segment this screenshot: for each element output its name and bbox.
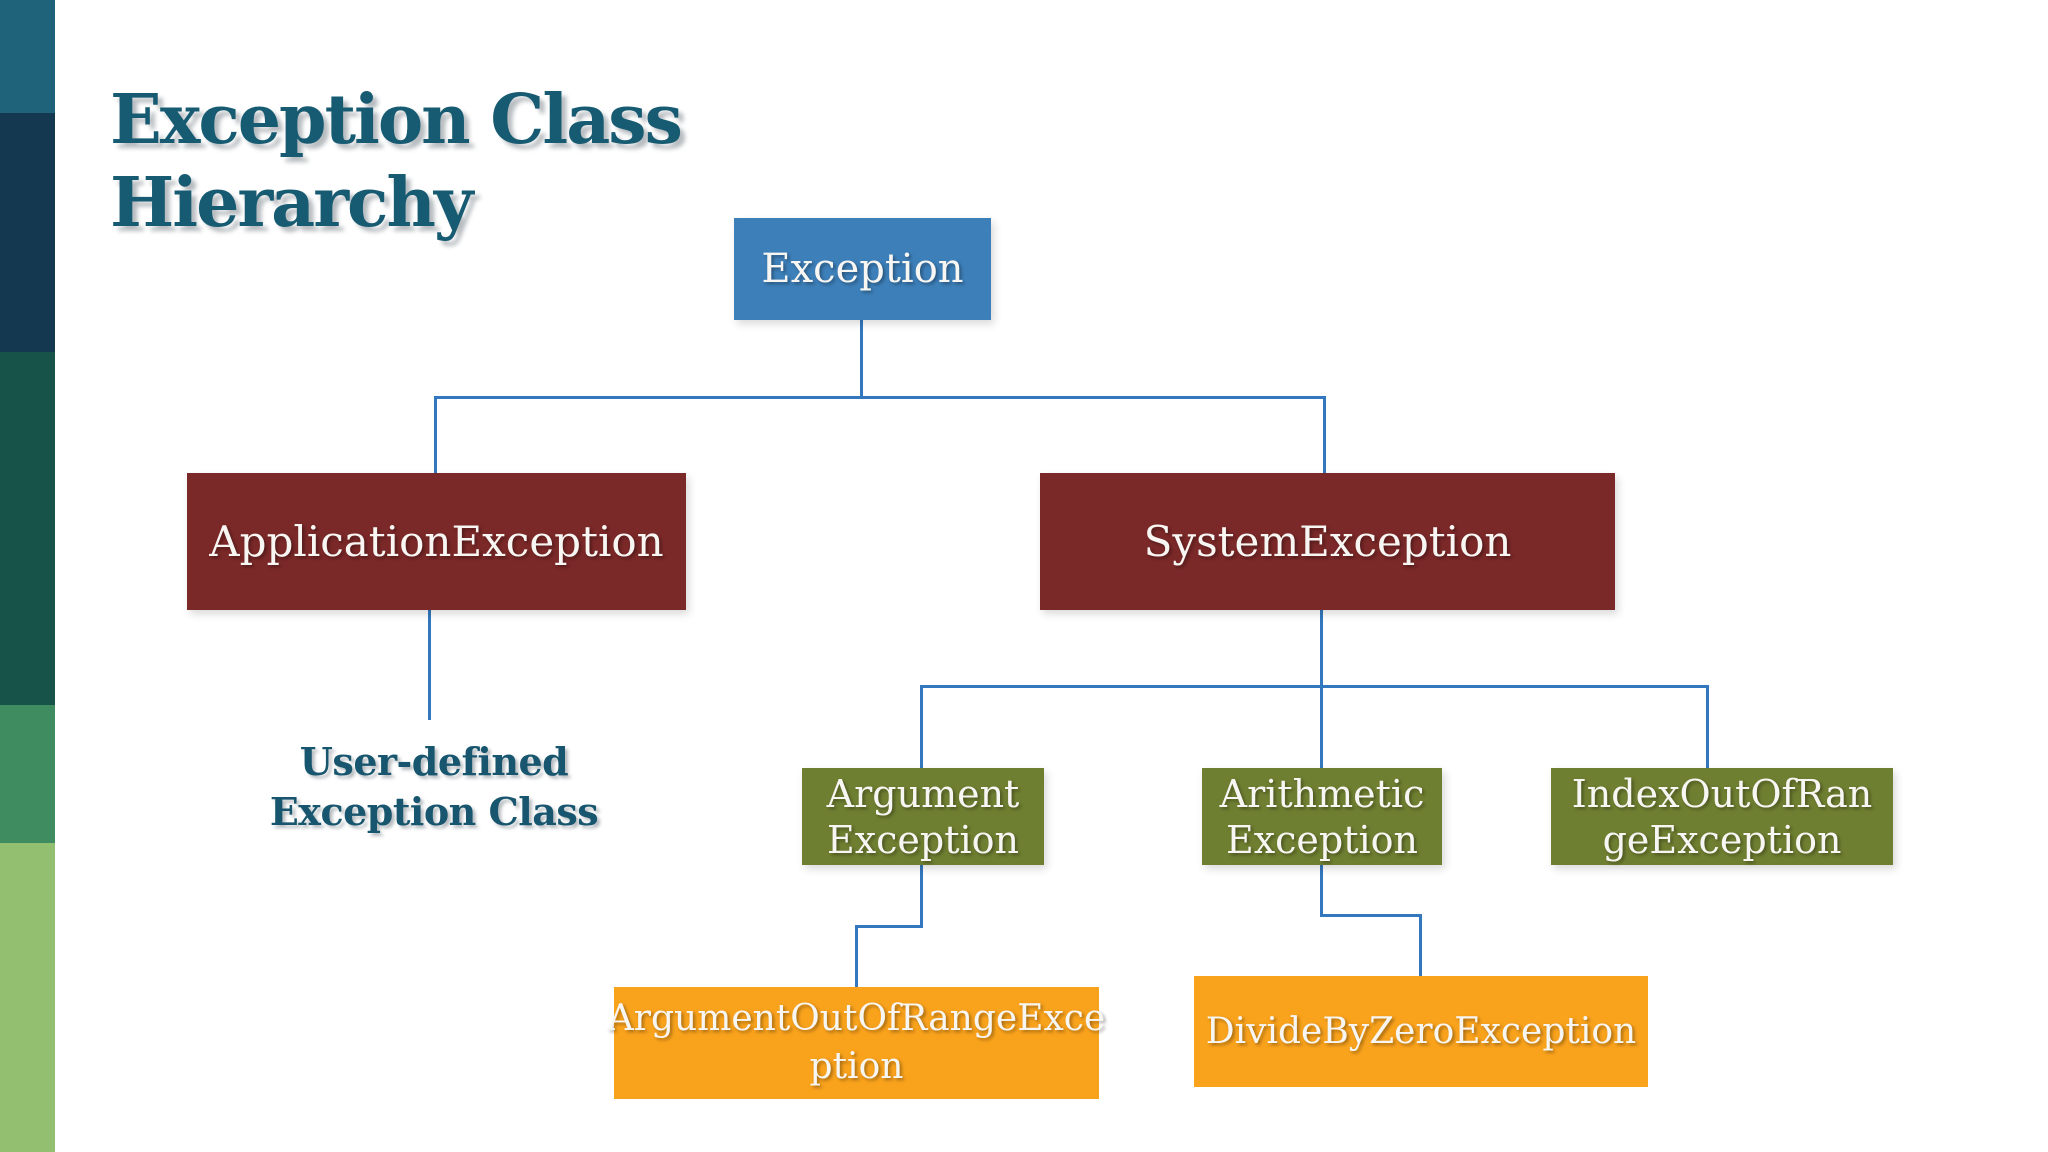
node-indexoutofrange-line-2: geException [1602, 817, 1842, 862]
node-dividebyzero-exception: DivideByZeroException [1194, 976, 1648, 1087]
connector-to-argumentoutofrange [855, 925, 858, 987]
sidebar-color-stripe [0, 0, 55, 1152]
connector-application-to-caption [428, 610, 431, 720]
node-application-exception-label: ApplicationException [209, 517, 664, 566]
connector-to-system [1323, 396, 1326, 474]
connector-to-argument [920, 685, 923, 769]
slide-title-line-1: Exception Class [110, 79, 683, 160]
connector-to-indexoutofrange [1706, 685, 1709, 769]
node-argumentoutofrange-line-2: ption [809, 1046, 904, 1087]
caption-line-1: User-defined [299, 739, 569, 784]
node-arithmetic-exception: Arithmetic Exception [1202, 768, 1442, 865]
connector-arithmetic-down [1320, 865, 1323, 917]
node-indexoutofrange-line-1: IndexOutOfRan [1571, 771, 1873, 816]
connector-exception-down [860, 320, 863, 398]
stripe-band-navy [0, 113, 55, 352]
stripe-band-deep-green [0, 352, 55, 705]
connector-top-horizontal [434, 396, 1326, 399]
connector-system-down [1320, 610, 1323, 688]
connector-argument-jog [855, 925, 923, 928]
connector-arithmetic-jog [1320, 914, 1422, 917]
node-exception: Exception [734, 218, 991, 320]
node-arithmetic-exception-line-1: Arithmetic [1219, 771, 1425, 816]
node-indexoutofrange-exception: IndexOutOfRan geException [1551, 768, 1893, 865]
connector-to-application [434, 396, 437, 474]
node-dividebyzero-label: DivideByZeroException [1205, 1011, 1637, 1052]
slide-title-line-2: Hierarchy [110, 162, 473, 243]
stripe-band-teal [0, 0, 55, 113]
connector-to-dividebyzero [1419, 914, 1422, 976]
node-argument-exception: Argument Exception [802, 768, 1044, 865]
stripe-band-light-green [0, 843, 55, 1152]
node-exception-label: Exception [761, 246, 964, 292]
stripe-band-green [0, 705, 55, 843]
node-system-exception-label: SystemException [1143, 517, 1512, 566]
node-argument-exception-line-2: Exception [826, 817, 1020, 862]
node-argument-exception-line-1: Argument [826, 771, 1020, 816]
slide-title: Exception Class Hierarchy [110, 79, 870, 245]
caption-user-defined-exception-class: User-defined Exception Class [214, 737, 654, 837]
connector-system-horizontal [920, 685, 1709, 688]
node-argumentoutofrange-exception: ArgumentOutOfRangeExce ption [608, 987, 1105, 1099]
node-application-exception: ApplicationException [187, 473, 686, 610]
node-argumentoutofrange-line-1: ArgumentOutOfRangeExce [607, 998, 1106, 1039]
caption-line-2: Exception Class [269, 789, 599, 834]
connector-argument-down [920, 865, 923, 928]
connector-to-arithmetic [1320, 685, 1323, 769]
node-arithmetic-exception-line-2: Exception [1225, 817, 1419, 862]
node-system-exception: SystemException [1040, 473, 1615, 610]
